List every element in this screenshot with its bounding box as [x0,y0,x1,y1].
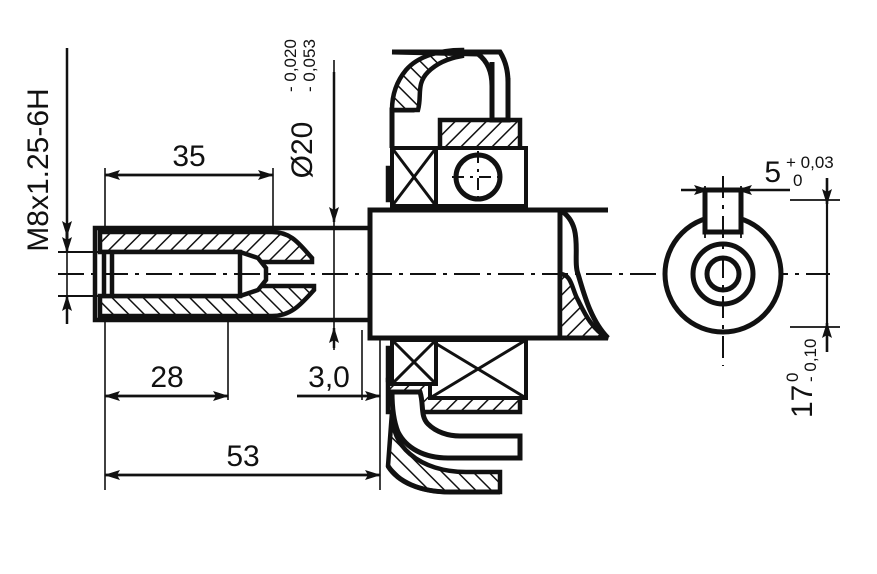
key-width-label: 5 [764,156,781,189]
key-width-tol-lower: 0 [793,171,802,190]
bearing-housing-assembly [385,47,528,495]
dimension-key-width: 5 + 0,03 0 [681,153,834,238]
dimension-28: 28 [104,361,229,401]
key-width-tol-upper: + 0,03 [786,153,834,172]
cover-shell-lower [389,389,523,461]
dim28-label: 28 [150,361,183,394]
key-depth-tol-upper: 0 [783,373,802,382]
key-depth-tol-lower: - 0,10 [801,339,820,382]
cage-cross-b-upper [390,147,438,207]
dim30-label: 3,0 [308,361,350,394]
dimension-30: 3,0 [297,361,381,401]
key-depth-label: 17 [786,385,819,418]
threaded-bore [101,249,269,299]
dimension-53: 53 [104,440,381,480]
shaft-section-assembly [92,207,610,341]
dimension-diameter20: Ø20 - 0,020 - 0,053 [281,39,339,348]
end-view [662,176,784,366]
dim35-label: 35 [172,140,205,173]
dim53-label: 53 [226,440,259,473]
cover-outer-lower [385,464,500,495]
cage-cross-b-lower [390,338,438,386]
dimension-thread: M8x1.25-6H [22,48,110,324]
cover-shell-upper [391,49,511,123]
dia20-label: Ø20 [286,122,319,179]
dimension-35: 35 [104,140,274,180]
dia20-tolerance-upper: - 0,020 [281,39,300,92]
cavity-cross-b-lower [429,338,527,400]
dimension-key-depth: 17 0 - 0,10 [783,178,840,418]
dia20-tolerance-lower: - 0,053 [300,39,319,92]
thread-dimension-label: M8x1.25-6H [22,88,55,251]
